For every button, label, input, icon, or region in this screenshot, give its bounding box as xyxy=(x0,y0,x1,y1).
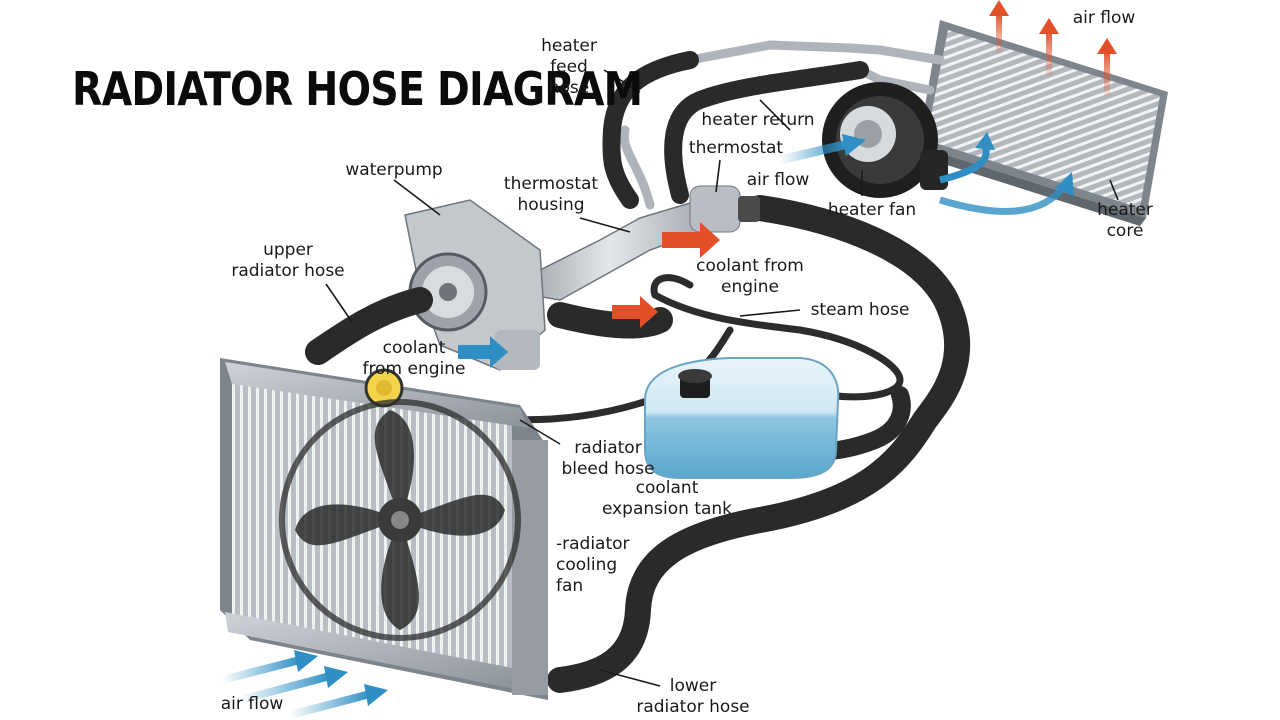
label-air-flow-bottom: air flow xyxy=(220,694,284,714)
label-air-flow-heater: air flow xyxy=(746,170,810,190)
label-upper-radiator-hose: upper radiator hose xyxy=(231,240,345,281)
label-heater-fan: heater fan xyxy=(827,200,917,220)
heater-core xyxy=(912,20,1168,226)
cold-flow-arrows xyxy=(221,132,1074,719)
hot-flow-arrows xyxy=(612,0,1117,328)
water-pump xyxy=(404,199,546,371)
label-coolant-from-engine-left: coolant from engine xyxy=(362,338,466,379)
label-thermostat-housing: thermostat housing xyxy=(503,174,599,215)
heater-hoses xyxy=(602,51,869,209)
radiator-cooling-fan xyxy=(279,399,521,641)
upper-radiator-hose xyxy=(305,287,673,365)
page-title: RADIATOR HOSE DIAGRAM xyxy=(72,62,643,116)
label-heater-feed-hose: heater feed hose xyxy=(541,36,597,98)
label-coolant-from-engine-right: coolant from engine xyxy=(696,256,804,297)
label-lower-radiator-hose: lower radiator hose xyxy=(636,676,750,717)
leader-lines xyxy=(325,69,1119,687)
label-radiator-cooling-fan: -radiator cooling fan xyxy=(556,534,630,596)
label-radiator-bleed-hose: radiator bleed hose xyxy=(561,438,655,479)
coolant-expansion-tank xyxy=(644,357,840,479)
label-coolant-expansion-tank: coolant expansion tank xyxy=(601,478,733,519)
label-heater-return: heater return xyxy=(701,110,815,130)
main-return-hose xyxy=(547,195,971,693)
label-waterpump: waterpump xyxy=(345,160,443,180)
label-heater-core: heater core xyxy=(1097,200,1153,241)
label-air-flow-top: air flow xyxy=(1072,8,1136,28)
label-steam-hose: steam hose xyxy=(810,300,910,320)
thermostat-housing-pipe xyxy=(497,185,760,301)
label-thermostat: thermostat xyxy=(688,138,784,158)
